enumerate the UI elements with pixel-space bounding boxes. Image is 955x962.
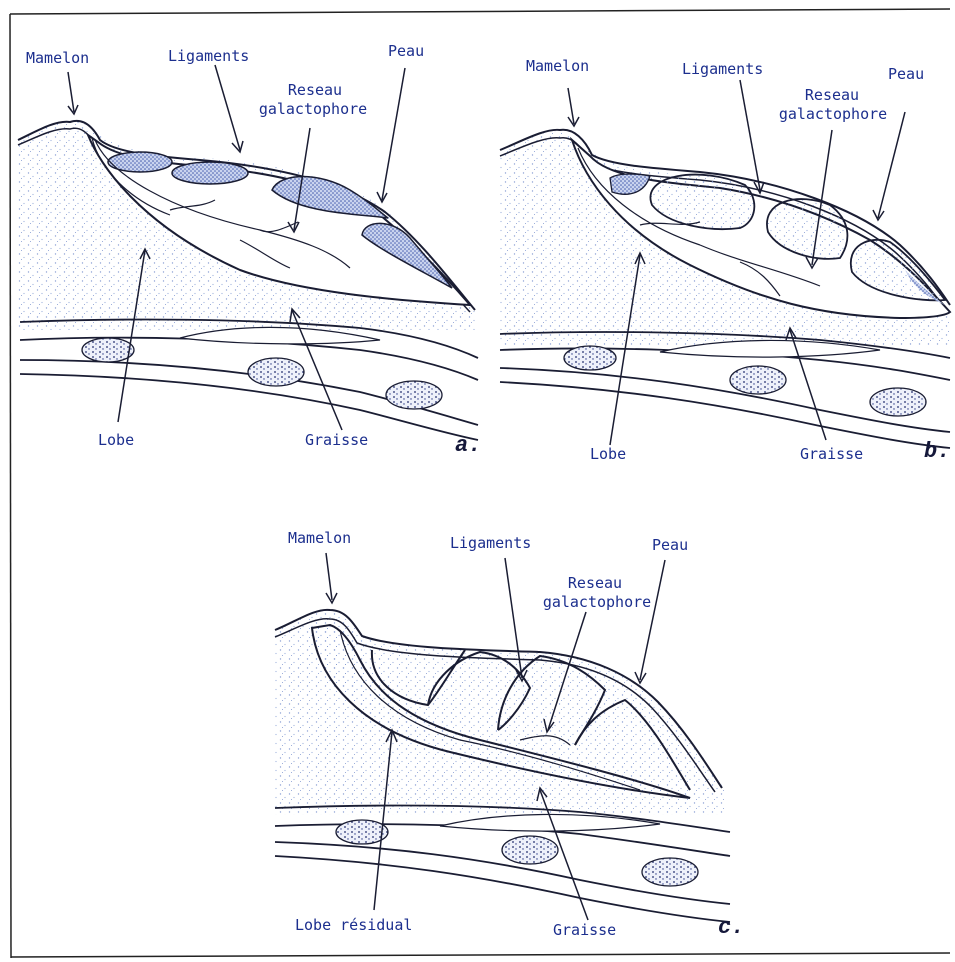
panel-b-letter: b. [924,440,950,464]
panel-a-letter: a. [455,434,481,458]
panel-b-graisse-label: Graisse [800,446,863,463]
panel-b-lobe-label: Lobe [590,446,626,463]
panel-c-reseau-label-line1: Reseau [545,575,645,592]
panel-c-mamelon-label: Mamelon [288,530,351,547]
panel-a-ligaments-label: Ligaments [168,48,249,65]
panel-a-lobe-label: Lobe [98,432,134,449]
panel-c-ligaments-label: Ligaments [450,535,531,552]
panel-b-ligaments-label: Ligaments [682,61,763,78]
panel-b-reseau-label-line2: galactophore [758,106,908,123]
panel-c-lobe-residual-label: Lobe résidual [295,917,412,934]
panel-a-mamelon-label: Mamelon [26,50,89,67]
panel-a-peau-label: Peau [388,43,424,60]
panel-c-graisse-label: Graisse [553,922,616,939]
panel-a-reseau-label-line1: Reseau [265,82,365,99]
panel-b-peau-label: Peau [888,66,924,83]
panel-c-peau-label: Peau [652,537,688,554]
panel-b-reseau-label-line1: Reseau [782,87,882,104]
panel-a-reseau-label-line2: galactophore [238,101,388,118]
panel-b-drawing [500,80,950,448]
figure-frame [10,9,950,958]
panel-c-reseau-label-line2: galactophore [522,594,672,611]
panel-c-letter: c. [718,916,744,940]
panel-a-drawing [18,65,478,440]
panel-b-mamelon-label: Mamelon [526,58,589,75]
panel-a-graisse-label: Graisse [305,432,368,449]
